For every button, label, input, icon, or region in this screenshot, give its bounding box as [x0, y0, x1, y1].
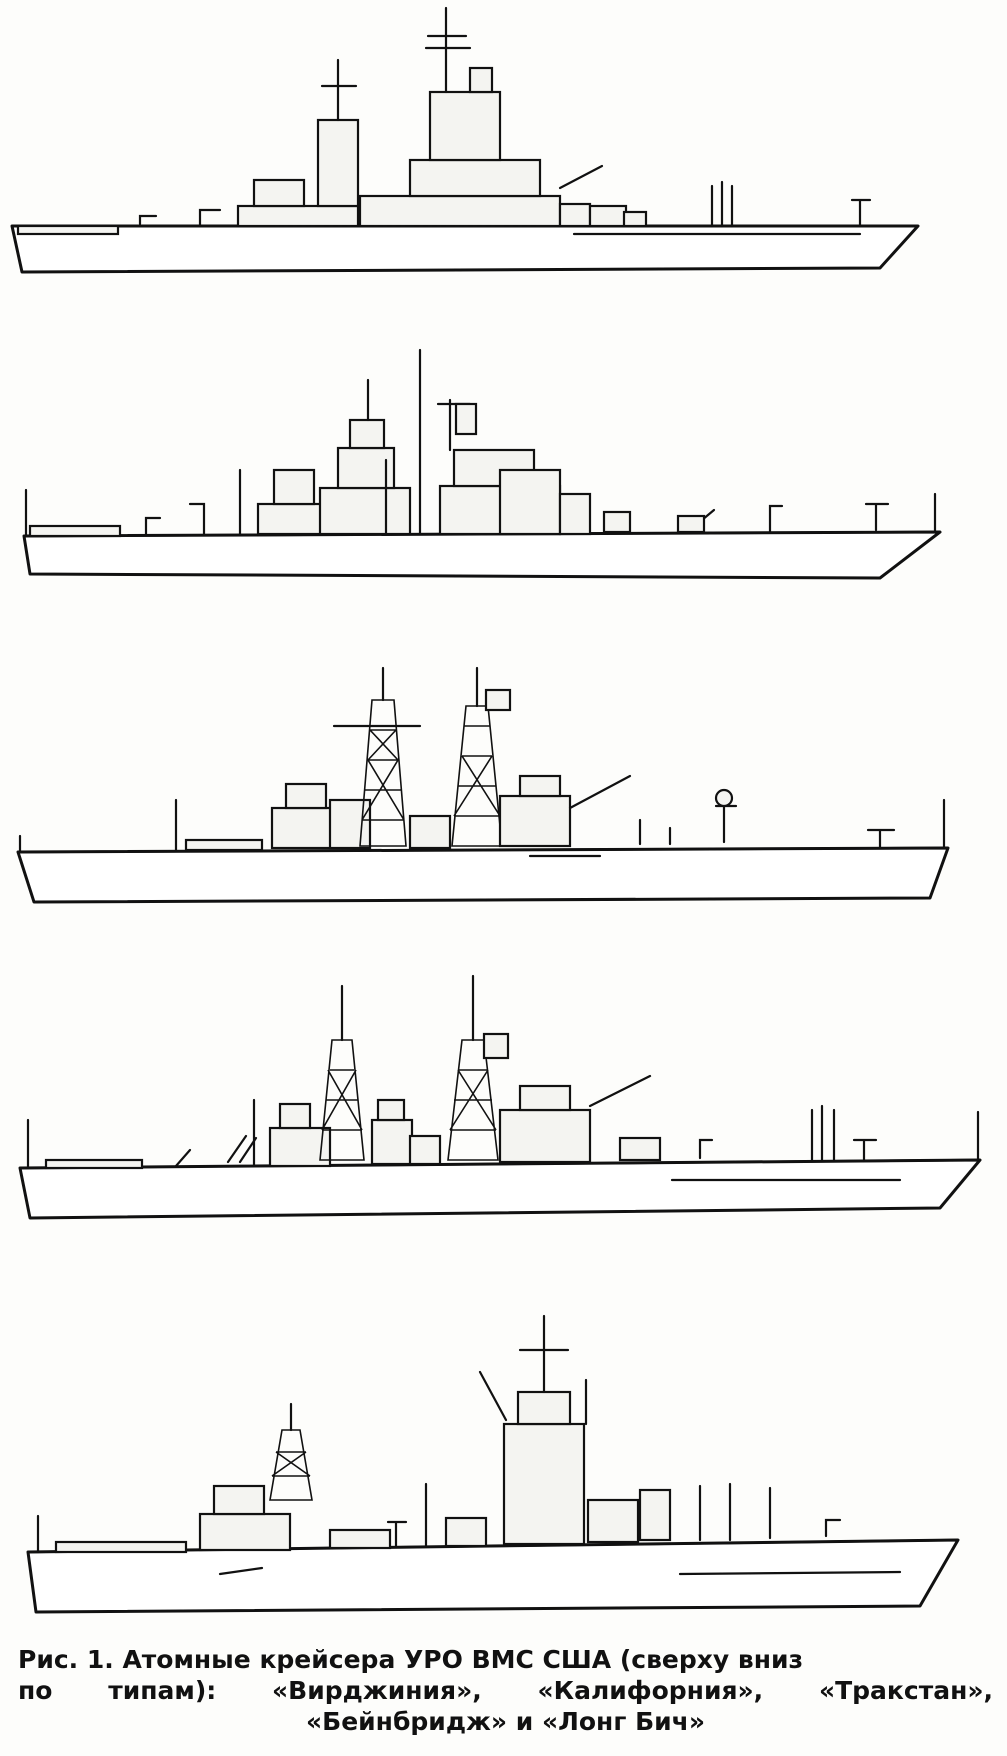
caption-line-1: Рис. 1. Атомные крейсера УРО ВМС США (св…: [18, 1645, 804, 1674]
ship-long-beach-profile: [26, 1314, 960, 1614]
ship-truxtun-profile: [16, 666, 950, 904]
caption-line-3: «Бейнбридж» и «Лонг Бич»: [306, 1707, 705, 1736]
caption-line-2: по типам): «Вирджиния», «Калифорния», «Т…: [18, 1676, 993, 1705]
ship-bainbridge-profile: [18, 974, 982, 1220]
ship-profiles: [10, 6, 982, 1614]
ship-virginia-profile: [10, 6, 920, 274]
figure-caption: Рис. 1. Атомные крейсера УРО ВМС США (св…: [18, 1644, 993, 1737]
ship-california-profile: [22, 348, 942, 580]
